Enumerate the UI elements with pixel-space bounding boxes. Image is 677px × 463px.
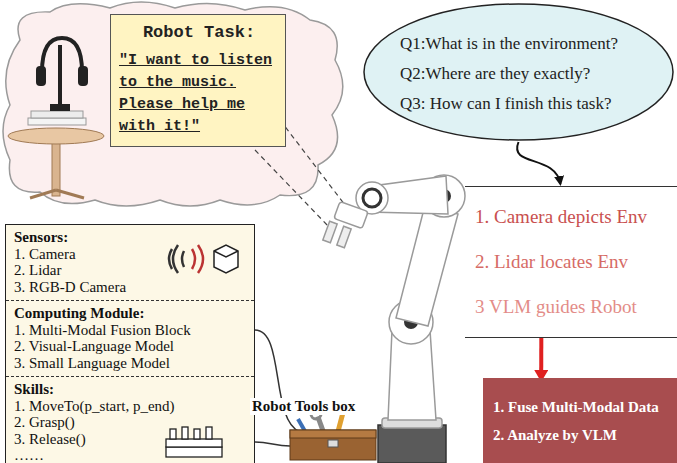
node-text: 1. Fuse Multi-Modal Data xyxy=(493,393,673,421)
computing-section: Computing Module:1. Multi-Modal Fusion B… xyxy=(6,300,254,376)
pointer-line xyxy=(280,120,345,205)
wire xyxy=(255,442,290,446)
pointer-line xyxy=(255,150,330,228)
node-text: 1. Camera xyxy=(14,246,246,263)
part-label: Robot Tools box xyxy=(250,398,357,415)
task-note: Robot Task: "I want to listen to the musi… xyxy=(110,14,286,147)
toolbox-icon xyxy=(290,409,376,460)
node-text: 2. Lidar locates Env xyxy=(475,251,677,273)
node-text: 3. Small Language Model xyxy=(14,355,246,372)
node-text: 2. Lidar xyxy=(14,262,246,279)
node-text: 2. Grasp() xyxy=(14,414,246,431)
node-text: 2. Analyze by VLM xyxy=(493,421,673,449)
node-text: 3. RGB-D Camera xyxy=(14,279,246,296)
table-with-headphones xyxy=(8,38,104,198)
section-heading: Skills: xyxy=(14,381,246,398)
wire xyxy=(255,330,300,432)
node-text: 3. Release() xyxy=(14,431,246,448)
skills-section: Skills:1. MoveTo(p_start, p_end)2. Grasp… xyxy=(6,376,254,463)
robot-arm xyxy=(323,175,465,463)
section-heading: Sensors: xyxy=(14,229,246,246)
node-text: …… xyxy=(14,447,246,463)
node-text: Robot Task: xyxy=(119,23,279,42)
node-text: Q2:Where are they exactly? xyxy=(400,59,675,89)
node-text: 3 VLM guides Robot xyxy=(475,296,677,318)
node-text: Q1:What is in the environment? xyxy=(400,29,675,59)
node-text: Q3: How can I finish this task? xyxy=(400,89,675,119)
node-text: 1. Multi-Modal Fusion Block xyxy=(14,322,246,339)
result-box: 1. Fuse Multi-Modal Data2. Analyze by VL… xyxy=(483,378,677,463)
skill-stack-icon xyxy=(160,423,240,463)
section-heading: Computing Module: xyxy=(14,305,246,322)
thought-cloud xyxy=(3,2,343,206)
speech-bubble: Q1:What is in the environment?Q2:Where a… xyxy=(362,2,675,142)
node-text: 2. Visual-Language Model xyxy=(14,338,246,355)
node-text: 1. Camera depicts Env xyxy=(475,206,677,228)
connector-arrow xyxy=(517,142,560,184)
node-text: 1. MoveTo(p_start, p_end) xyxy=(14,398,246,415)
sensors-section: Sensors:1. Camera2. Lidar3. RGB-D Camera xyxy=(6,225,254,300)
robot-panel: Sensors:1. Camera2. Lidar3. RGB-D Camera… xyxy=(5,224,255,463)
connector-arrow xyxy=(539,338,543,376)
step-list: 1. Camera depicts Env 2. Lidar locates En… xyxy=(465,186,677,338)
sensor-icon xyxy=(162,239,242,279)
node-text: "I want to listen to the music. Please h… xyxy=(119,50,279,138)
